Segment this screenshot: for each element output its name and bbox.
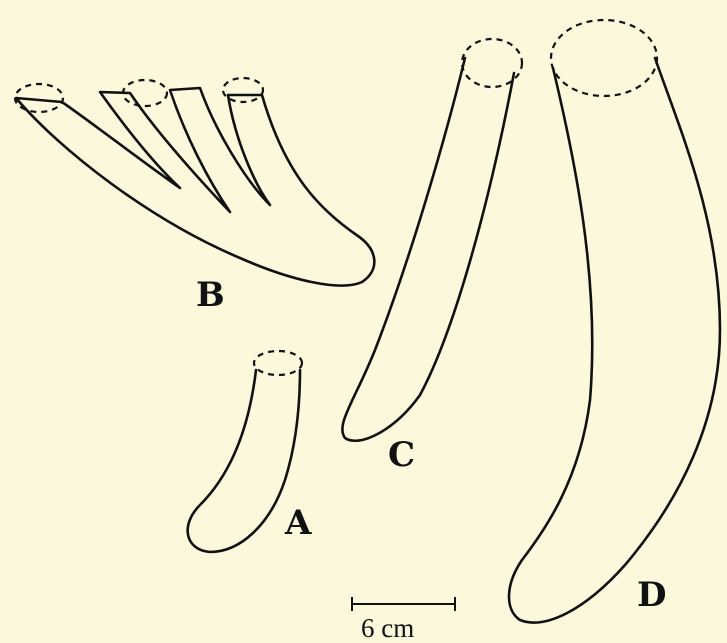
specimen-c-outline (342, 58, 514, 441)
specimen-a-outline (188, 370, 300, 552)
specimen-b: B (15, 78, 374, 315)
specimen-d-outline (509, 58, 720, 623)
specimen-d-cut (551, 20, 657, 96)
specimen-c: C (342, 39, 522, 475)
label-d: D (637, 575, 666, 615)
specimen-d: D (509, 20, 720, 623)
label-b: B (196, 275, 225, 315)
scale-bar: 6 cm (352, 597, 455, 643)
scale-bar-label: 6 cm (361, 613, 414, 643)
label-c: C (388, 435, 415, 475)
label-a: A (284, 503, 312, 543)
specimen-a: A (188, 351, 312, 552)
specimen-b-outline (16, 88, 374, 286)
specimen-a-cut (254, 351, 302, 375)
